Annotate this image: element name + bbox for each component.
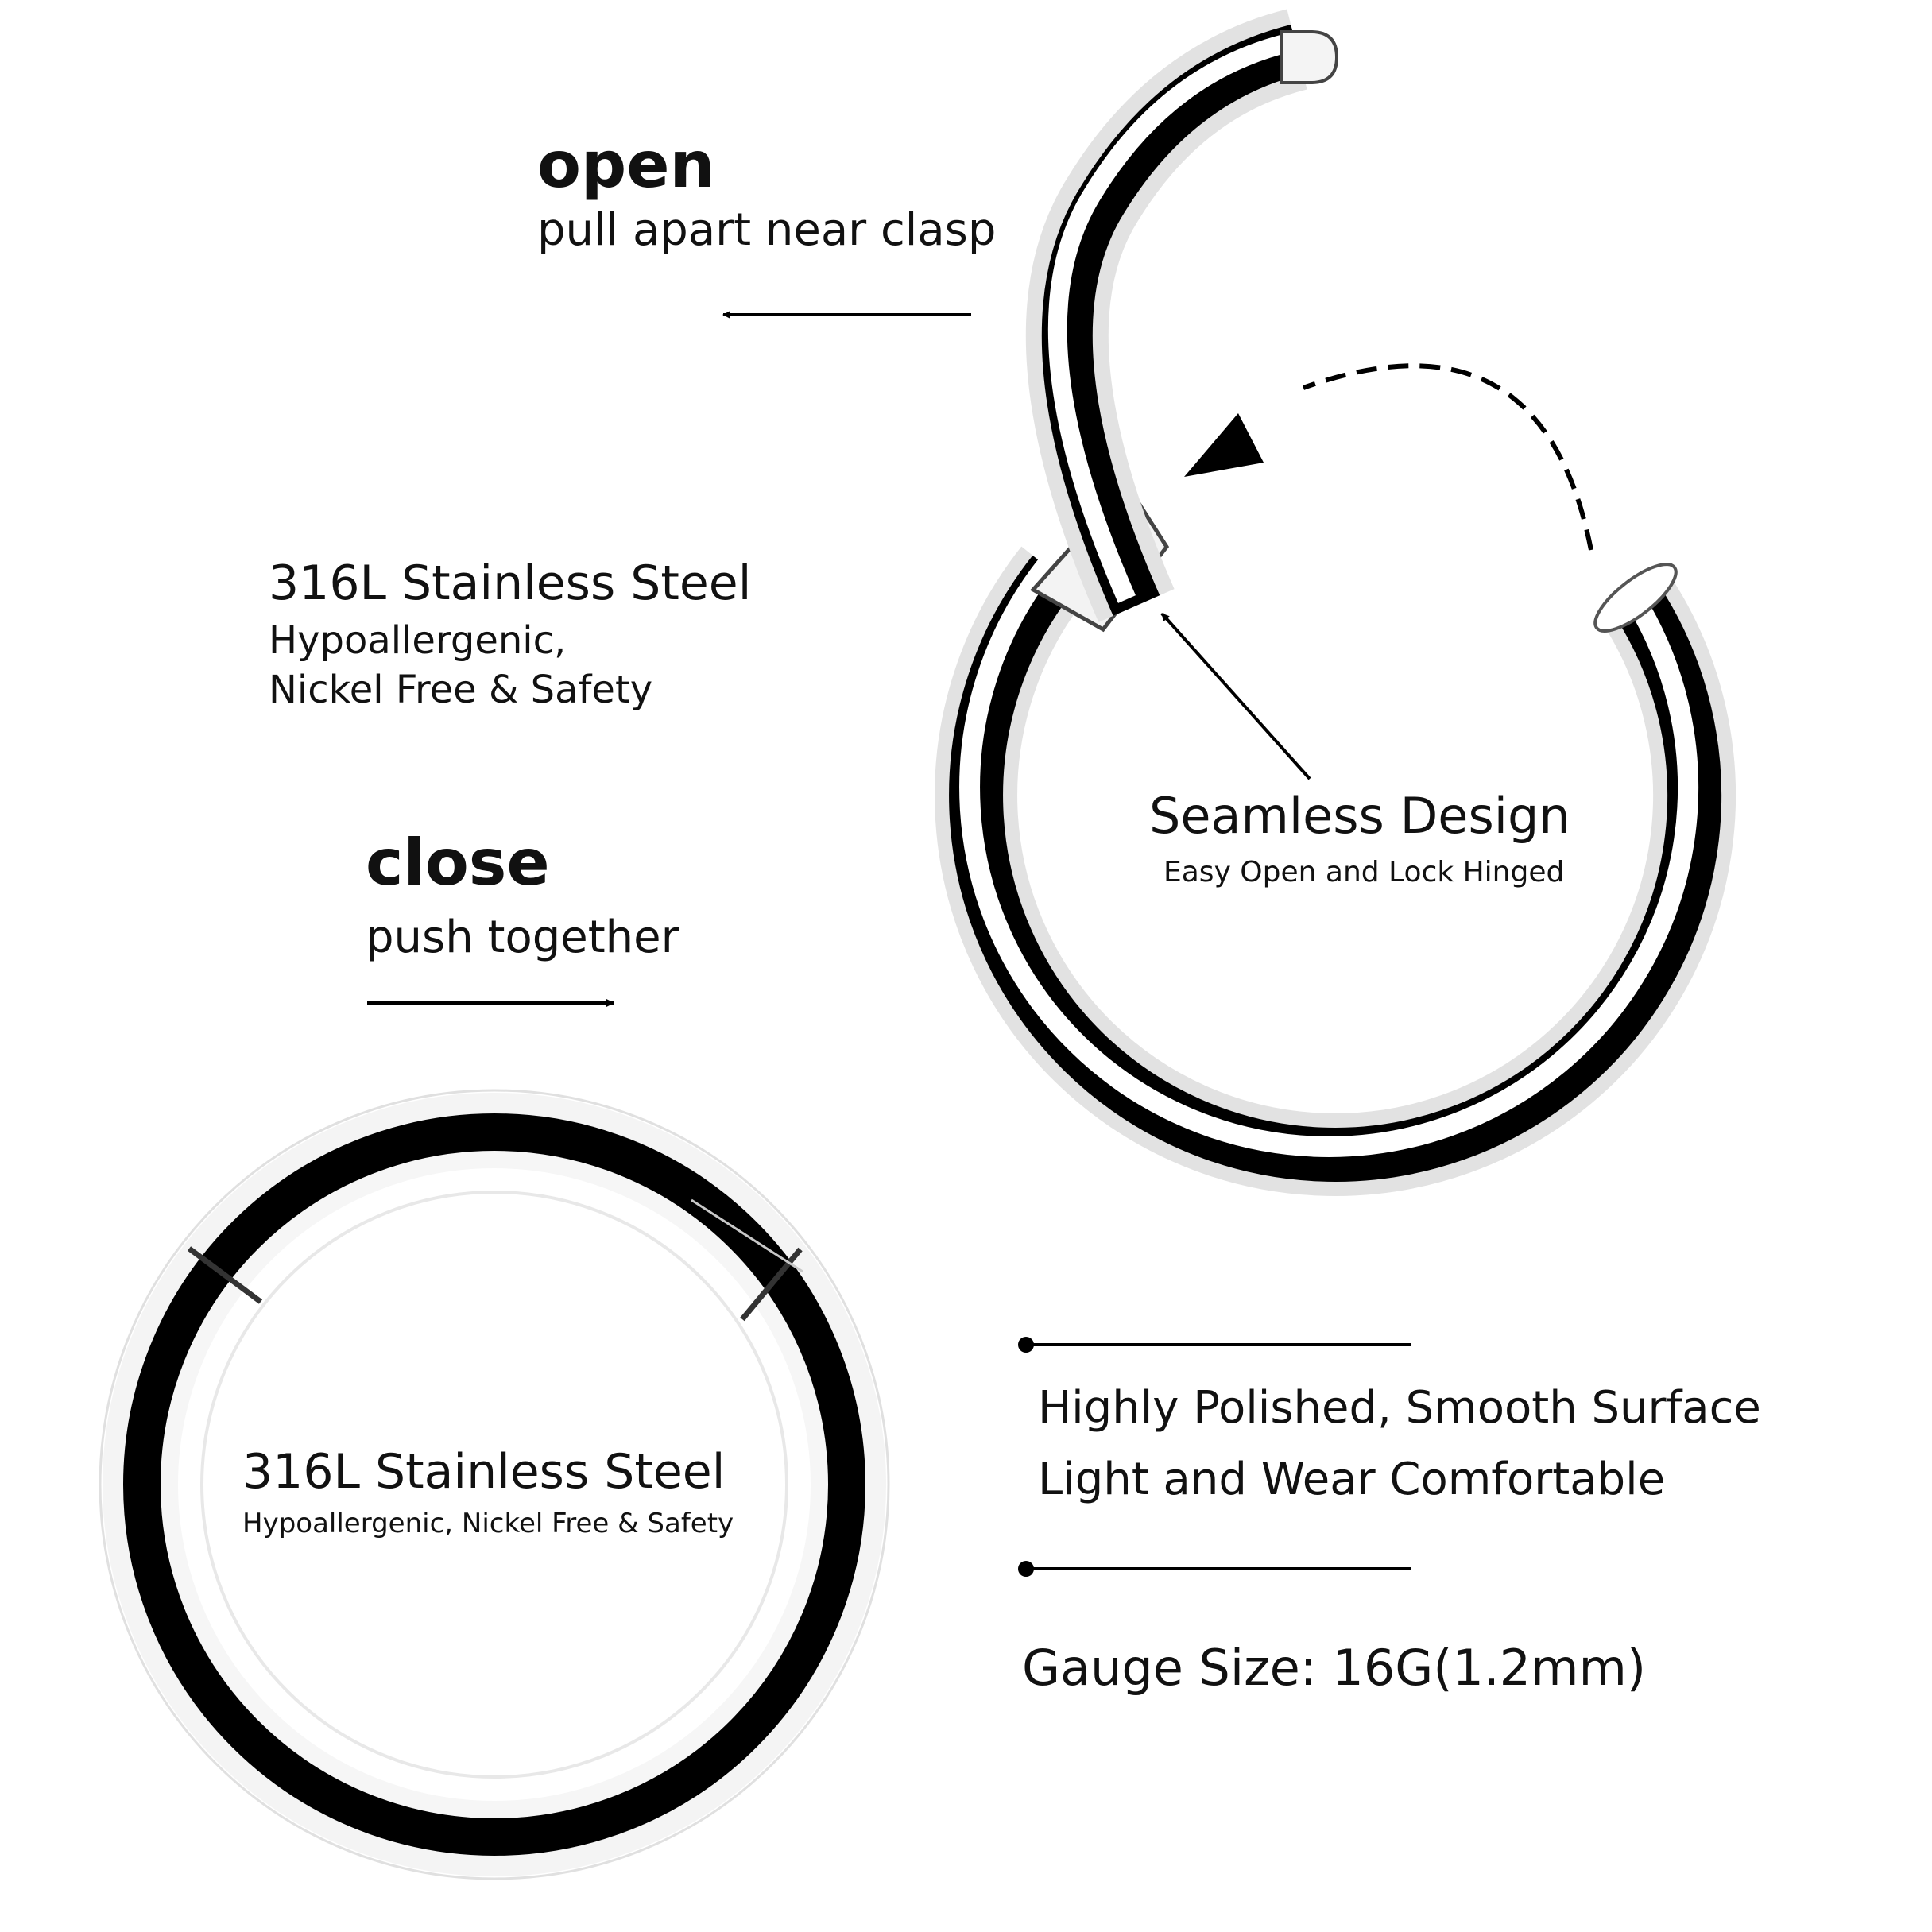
swing-dashed-arrow (1302, 363, 1593, 551)
feature-divider-bottom (1018, 1561, 1411, 1577)
seamless-pointer-arrow (1160, 612, 1311, 780)
material-title: 316L Stainless Steel (269, 556, 752, 611)
feature-line-1: Highly Polished, Smooth Surface (1038, 1382, 1761, 1434)
ring-material-subtitle: Hypoallergenic, Nickel Free & Safety (242, 1508, 734, 1539)
material-line-1: Hypoallergenic, (269, 618, 567, 663)
feature-line-2: Light and Wear Comfortable (1038, 1454, 1666, 1505)
closed-ring (99, 1089, 890, 1880)
ring-material-title: 316L Stainless Steel (242, 1444, 726, 1500)
close-title: close (366, 826, 550, 900)
swing-arrowhead (1184, 413, 1264, 477)
open-title: open (537, 128, 715, 202)
gauge-size: Gauge Size: 16G(1.2mm) (1022, 1639, 1647, 1697)
material-line-2: Nickel Free & Safety (269, 668, 653, 712)
open-subtitle: pull apart near clasp (537, 204, 997, 256)
seamless-title: Seamless Design (1149, 787, 1570, 845)
feature-divider-top (1018, 1337, 1411, 1353)
close-subtitle: push together (366, 912, 679, 963)
seamless-subtitle: Easy Open and Lock Hinged (1163, 856, 1565, 889)
open-ring (935, 9, 1736, 1196)
